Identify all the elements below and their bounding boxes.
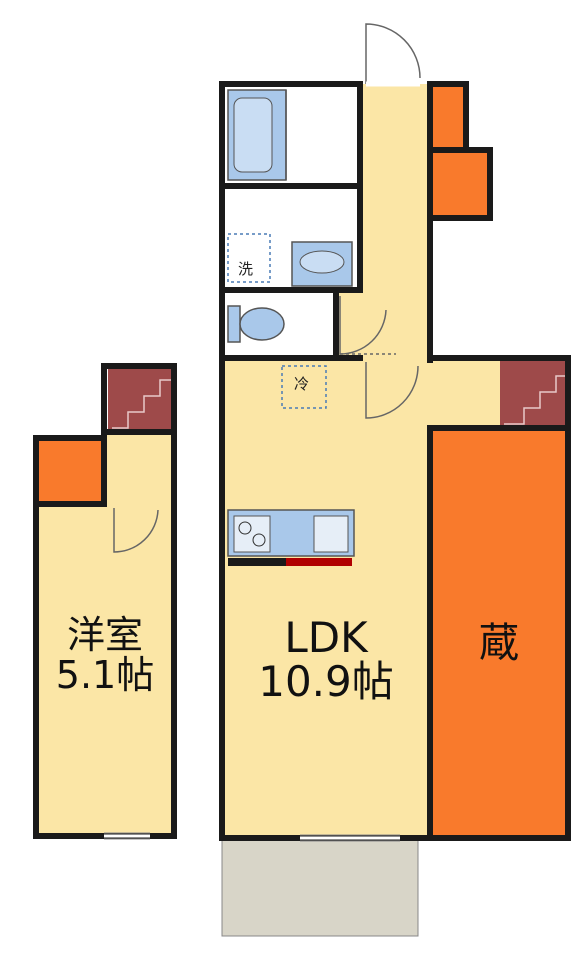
bathtub-icon xyxy=(227,89,287,181)
western-room-floor xyxy=(36,504,174,836)
counter-bar xyxy=(286,558,352,566)
fridge-space xyxy=(281,365,327,409)
stairs-left-steps xyxy=(112,379,172,429)
stairs-left xyxy=(108,366,174,432)
window-frames xyxy=(104,832,400,842)
walls-left xyxy=(33,363,177,839)
hall-floor xyxy=(360,84,430,359)
washer-label: 洗 xyxy=(238,260,254,278)
fridge-label: 冷 xyxy=(294,375,310,393)
left-hall-floor xyxy=(104,432,174,504)
shoe-box-bottom xyxy=(430,150,490,218)
closet-floor xyxy=(430,358,500,428)
kitchen-counter xyxy=(227,509,355,557)
ldk-name: LDK xyxy=(284,613,368,662)
western-room-name: 洋室 xyxy=(66,613,143,657)
left-closet xyxy=(36,438,104,504)
washer-pan xyxy=(227,233,271,283)
balcony xyxy=(221,839,419,937)
counter-wall xyxy=(228,558,286,566)
western-room-label: 洋室 5.1帖 xyxy=(36,613,174,697)
entrance-door xyxy=(365,23,421,87)
western-room-size: 5.1帖 xyxy=(55,652,155,697)
ldk-label: LDK 10.9帖 xyxy=(222,613,430,707)
stairs-right xyxy=(500,358,568,428)
interior-doors xyxy=(113,296,419,553)
stairs-right-steps xyxy=(504,375,566,425)
toilet-icon xyxy=(227,305,285,343)
windows xyxy=(104,834,400,840)
storage-area xyxy=(430,428,568,838)
ldk-floor xyxy=(222,358,430,838)
storage-label: 蔵 xyxy=(479,620,519,666)
sink-icon xyxy=(291,241,353,287)
shoe-box-top xyxy=(430,84,466,150)
ldk-size: 10.9帖 xyxy=(258,657,394,707)
